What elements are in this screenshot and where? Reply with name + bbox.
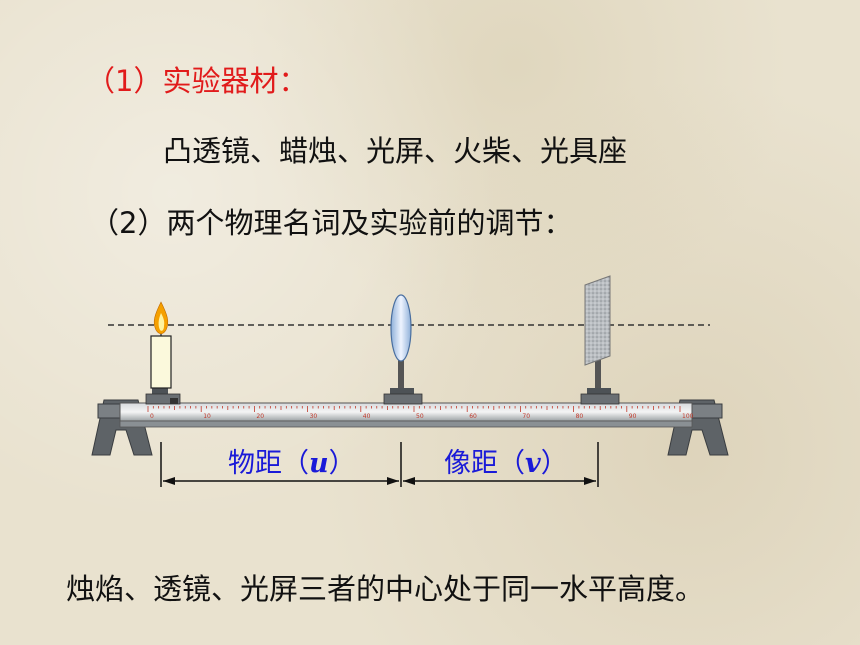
candle-holder bbox=[145, 388, 181, 405]
image-distance-label: 像距（v） bbox=[444, 448, 568, 479]
object-distance-label: 物距（u） bbox=[228, 448, 356, 479]
candle bbox=[150, 301, 172, 389]
bench-ruler-labels: 0 10 20 30 40 50 60 70 80 90 100 bbox=[150, 413, 694, 420]
ruler-tick-label: 0 bbox=[150, 413, 154, 420]
equipment-list: 凸透镜、蜡烛、光屏、火柴、光具座 bbox=[163, 134, 628, 168]
convex-lens bbox=[390, 294, 412, 362]
lens-holder bbox=[383, 358, 423, 405]
bench-ruler bbox=[147, 406, 681, 412]
ruler-tick-label: 40 bbox=[363, 413, 371, 420]
ruler-tick-label: 90 bbox=[629, 413, 637, 420]
section-heading-terms: （2）两个物理名词及实验前的调节： bbox=[90, 206, 573, 240]
ruler-tick-label: 20 bbox=[256, 413, 264, 420]
ruler-tick-label: 80 bbox=[576, 413, 584, 420]
ruler-tick-label: 70 bbox=[522, 413, 530, 420]
adjustment-conclusion: 烛焰、透镜、光屏三者的中心处于同一水平高度。 bbox=[66, 572, 705, 606]
ruler-tick-label: 60 bbox=[469, 413, 477, 420]
ruler-tick-label: 10 bbox=[203, 413, 211, 420]
ruler-tick-label: 30 bbox=[310, 413, 318, 420]
section-heading-equipment: （1）实验器材： bbox=[86, 64, 308, 98]
ruler-tick-label: 50 bbox=[416, 413, 424, 420]
ruler-tick-label: 100 bbox=[682, 413, 694, 420]
screen-holder bbox=[580, 360, 620, 405]
distance-markers bbox=[160, 442, 599, 487]
distance-arrowheads bbox=[163, 477, 596, 485]
light-screen bbox=[584, 275, 611, 366]
